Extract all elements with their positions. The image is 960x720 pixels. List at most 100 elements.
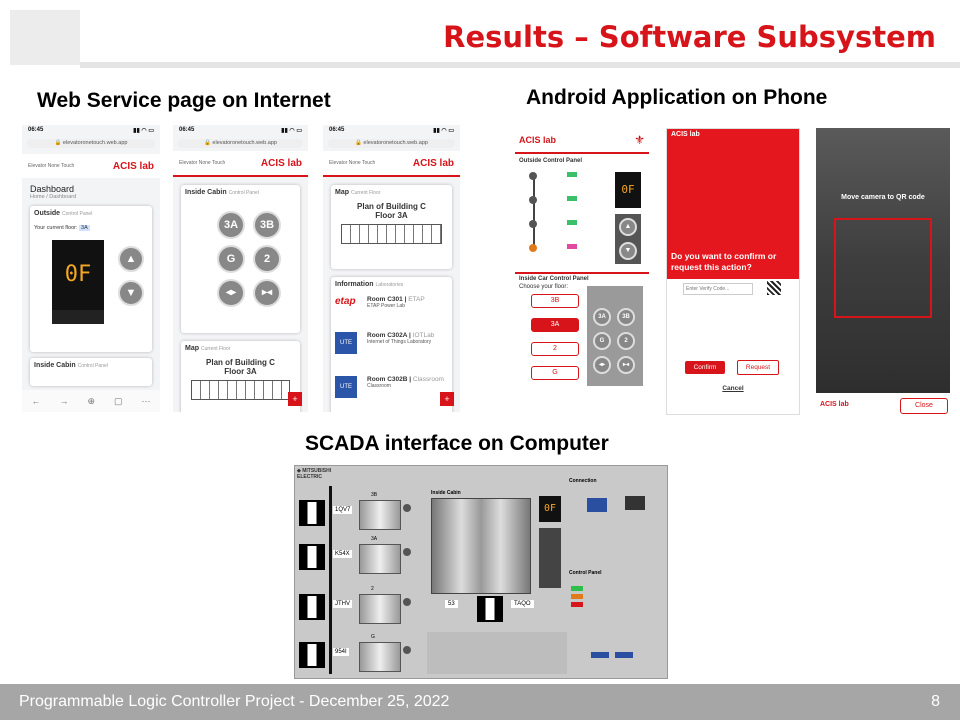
request-button[interactable]: Request <box>737 360 779 375</box>
cabin-button-3a[interactable]: 3A <box>593 308 611 326</box>
cancel-link[interactable]: Cancel <box>722 385 744 392</box>
scada-floor-display: 0F <box>539 496 561 522</box>
inside-label: Inside Cabin <box>185 189 227 196</box>
fab-add-button[interactable]: + <box>288 392 302 406</box>
elevator-door-graphic <box>359 500 401 530</box>
floor-code: K54X <box>333 550 352 558</box>
door-close-button[interactable]: ▸◂ <box>253 279 281 307</box>
etap-logo-icon: etap <box>335 296 356 307</box>
inside-card: Inside Cabin Control Panel <box>30 358 152 386</box>
call-button[interactable] <box>403 548 411 556</box>
cabin-code-a: 53 <box>445 600 458 608</box>
floor-button-3b[interactable]: 3B <box>253 211 281 239</box>
acis-logo: ACIS lab <box>112 160 154 172</box>
room-item[interactable]: UTE Room C302B | Classroom Classroom <box>335 376 448 412</box>
more-icon[interactable]: ⋯ <box>141 395 151 406</box>
title-corner-block <box>10 10 80 65</box>
scan-frame <box>834 218 932 318</box>
plan-floor: Floor 3A <box>224 367 257 376</box>
room-tag: Classroom <box>412 376 444 383</box>
android-control-panel: ACIS lab ⚜ Outside Control Panel 0F ▲ ▼ … <box>515 128 649 393</box>
scan-instruction: Move camera to QR code <box>841 194 925 201</box>
cabin-door-graphic <box>431 498 531 594</box>
new-tab-icon[interactable]: ⊕ <box>87 395 95 406</box>
url-text: elevatoronetouch.web.app <box>62 140 128 146</box>
down-call-button[interactable]: ▼ <box>619 242 637 260</box>
floor-display: 0F <box>52 240 104 310</box>
call-button[interactable] <box>403 646 411 654</box>
map-label: Map <box>335 189 349 196</box>
door-open-button[interactable]: ◂▸ <box>593 356 611 374</box>
verify-code-input[interactable] <box>683 283 753 295</box>
room-tag: IOTLab <box>412 332 435 339</box>
back-icon[interactable]: ← <box>31 396 41 406</box>
floor-select-3b[interactable]: 3B <box>531 294 579 308</box>
android-qr-scanner: Move camera to QR code ACIS lab Close <box>816 128 950 415</box>
outside-sub: Control Panel <box>62 211 93 217</box>
door-open-button[interactable]: ◂▸ <box>217 279 245 307</box>
cabin-button-3b[interactable]: 3B <box>617 308 635 326</box>
scada-action-button[interactable] <box>591 652 609 658</box>
floor-button-2[interactable]: 2 <box>253 245 281 273</box>
cabin-code-b: TAQO <box>511 600 534 608</box>
outside-label: Outside <box>34 210 61 217</box>
page-number: 8 <box>931 693 940 710</box>
outside-panel: 0F ▲ ▼ <box>515 168 649 272</box>
url-bar[interactable]: 🔒 elevatoronetouch.web.app <box>27 139 155 148</box>
dashboard-title: Dashboard <box>30 184 75 194</box>
floor-display: 0F <box>615 172 641 208</box>
inside-cabin-label: Inside Cabin <box>431 490 461 496</box>
forward-icon[interactable]: → <box>59 396 69 406</box>
cabin-button-panel: 3A 3B G 2 ◂▸ ▸◂ <box>587 286 643 386</box>
confirm-button[interactable]: Confirm <box>685 361 725 374</box>
floor-label: G <box>371 634 375 640</box>
inside-cabin-card: Inside Cabin Control Panel 3A 3B G 2 ◂▸ … <box>181 185 300 333</box>
inside-label: Inside Cabin <box>34 362 76 369</box>
qr-scan-icon[interactable] <box>767 281 781 295</box>
display-base <box>52 310 104 324</box>
inside-panel: 3B 3A 2 G 3A 3B G 2 ◂▸ ▸◂ <box>515 286 649 390</box>
floor-select-2[interactable]: 2 <box>531 342 579 356</box>
down-call-button[interactable]: ▼ <box>118 280 144 306</box>
close-button[interactable]: Close <box>900 398 948 414</box>
room-item[interactable]: etap Room C301 | ETAP ETAP Power Lab <box>335 296 448 332</box>
floor-code: 1QV7 <box>333 506 353 514</box>
url-bar[interactable]: 🔒 elevatoronetouch.web.app <box>178 139 303 148</box>
cabin-button-2[interactable]: 2 <box>617 332 635 350</box>
control-panel-label: Control Panel <box>569 570 602 576</box>
floor-label: 3A <box>371 536 378 542</box>
scada-window: ◆ MITSUBISHI ELECTRIC 1QV7 3B K54X 3A JT… <box>294 465 668 679</box>
tabs-icon[interactable]: ▢ <box>113 395 123 406</box>
call-button[interactable] <box>403 598 411 606</box>
map-sub: Current Floor <box>350 190 381 196</box>
qr-code-icon <box>477 596 503 622</box>
up-call-button[interactable]: ▲ <box>619 218 637 236</box>
web-section-heading: Web Service page on Internet <box>37 89 331 112</box>
call-button[interactable] <box>403 504 411 512</box>
scada-action-button[interactable] <box>615 652 633 658</box>
elevator-door-graphic <box>359 544 401 574</box>
room-item[interactable]: UTE Room C302A | IOTLab Internet of Thin… <box>335 332 448 376</box>
url-text: elevatoronetouch.web.app <box>212 140 277 146</box>
floor-select-3a[interactable]: 3A <box>531 318 579 332</box>
scada-cabin-buttons <box>539 528 561 588</box>
floor-button-3a[interactable]: 3A <box>217 211 245 239</box>
plan-title: Plan of Building C <box>206 358 275 367</box>
room-desc: Internet of Things Laboratory <box>367 339 432 345</box>
floor-label: 2 <box>371 586 374 592</box>
inside-sub: Control Panel <box>77 363 108 369</box>
plan-title: Plan of Building C <box>357 202 426 211</box>
up-call-button[interactable]: ▲ <box>118 246 144 272</box>
cabin-button-g[interactable]: G <box>593 332 611 350</box>
floor-button-g[interactable]: G <box>217 245 245 273</box>
browser-toolbar: ← → ⊕ ▢ ⋯ <box>22 390 160 412</box>
url-bar[interactable]: 🔒 elevatoronetouch.web.app <box>328 139 455 148</box>
floor-code: 954I <box>333 648 349 656</box>
choose-floor-label: Choose your floor: <box>519 284 569 290</box>
info-label: Information <box>335 281 374 288</box>
fab-add-button[interactable]: + <box>440 392 454 406</box>
floor-select-g[interactable]: G <box>531 366 579 380</box>
door-close-button[interactable]: ▸◂ <box>617 356 635 374</box>
map-card: Map Current Floor Plan of Building C Flo… <box>331 185 452 269</box>
brand-text: Elevator None Touch <box>28 163 75 169</box>
